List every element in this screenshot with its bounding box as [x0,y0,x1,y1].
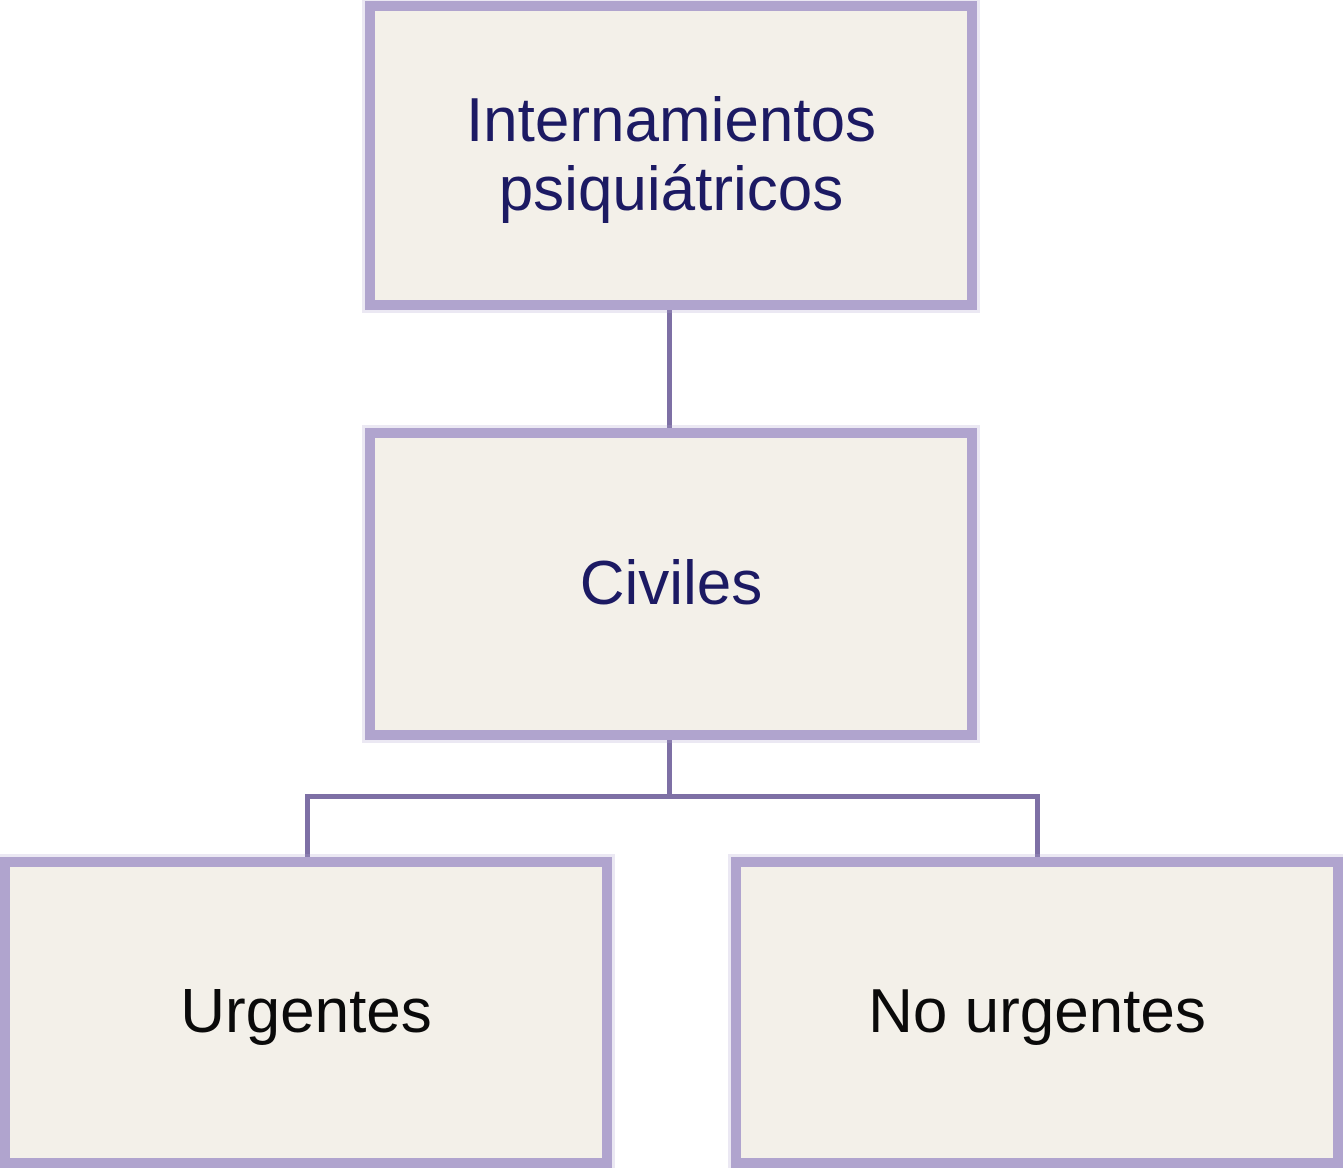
connector-root-to-civiles [667,305,672,433]
node-civiles-label: Civiles [579,548,763,618]
connector-drop-urgentes [305,794,310,860]
node-internamientos-label: Internamientos psiquiátricos [465,86,877,224]
node-urgentes-label: Urgentes [180,977,432,1047]
node-internamientos-psiquiatricos: Internamientos psiquiátricos [365,1,977,310]
node-civiles: Civiles [365,428,977,740]
connector-drop-no-urgentes [1035,794,1040,860]
node-no-urgentes-label: No urgentes [868,977,1206,1047]
node-urgentes: Urgentes [0,857,612,1168]
node-no-urgentes: No urgentes [731,857,1343,1168]
connector-civiles-stem [667,735,672,797]
connector-branch-horizontal [305,794,1040,799]
